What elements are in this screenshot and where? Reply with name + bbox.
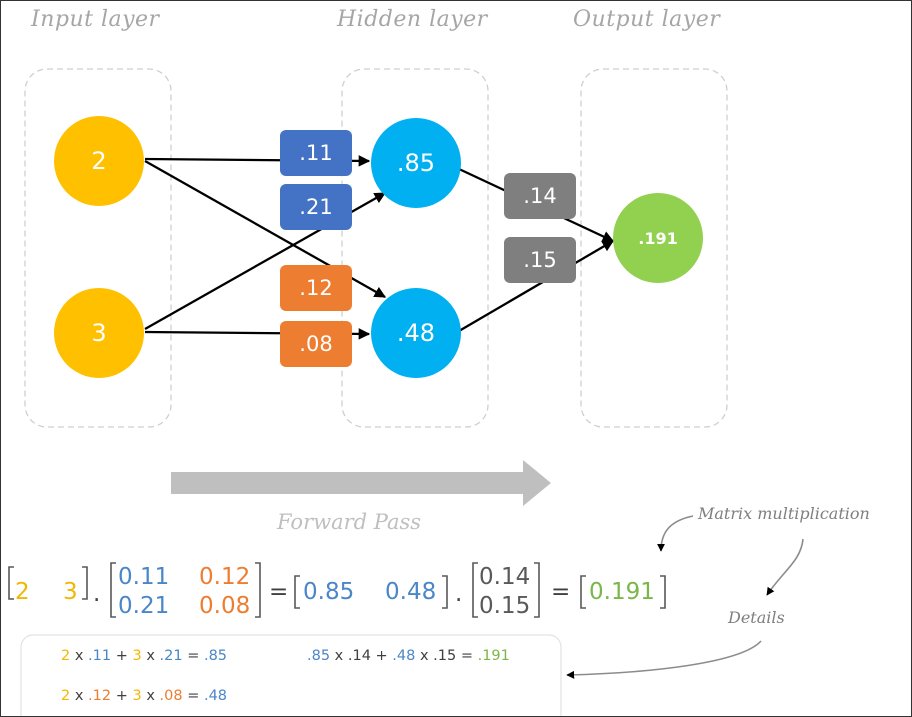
detail-1-result: .85 bbox=[203, 648, 228, 664]
detail-3-w22: .08 bbox=[159, 688, 183, 704]
output-node: .191 bbox=[613, 193, 703, 283]
input-node-1: 2 bbox=[54, 116, 144, 206]
output-layer-panel bbox=[580, 68, 728, 428]
arrow-details-to-box bbox=[566, 640, 762, 679]
detail-3-w12: .12 bbox=[88, 688, 112, 704]
forward-pass-label: Forward Pass bbox=[277, 510, 422, 534]
weight-box-w12: .12 bbox=[280, 265, 352, 311]
detail-1-x2: 3 bbox=[132, 648, 142, 664]
bracket-hidden-left bbox=[294, 575, 300, 609]
eq-w11: 0.11 bbox=[118, 564, 170, 590]
eq-hidden-a: 0.85 bbox=[303, 579, 355, 605]
eq-equals-2: = bbox=[551, 579, 571, 605]
detail-3-op2: + bbox=[111, 688, 133, 704]
detail-1-op3: x bbox=[141, 648, 160, 664]
detail-2-op1: x .14 + bbox=[330, 648, 393, 664]
input-layer-panel bbox=[24, 68, 172, 428]
eq-input-a: 2 bbox=[15, 579, 30, 605]
arrow-details-annotation bbox=[766, 538, 804, 596]
detail-1-op1: x bbox=[70, 648, 89, 664]
hidden-node-1: .85 bbox=[371, 118, 461, 208]
hidden-layer-title: Hidden layer bbox=[337, 7, 488, 32]
edge-hidden2-output bbox=[458, 240, 614, 332]
detail-line-1: 2 x .11 + 3 x .21 = .85 bbox=[61, 648, 227, 664]
detail-3-op3: x bbox=[141, 688, 160, 704]
eq-w21: 0.21 bbox=[118, 593, 170, 619]
eq-result: 0.191 bbox=[589, 579, 655, 605]
detail-3-op4: = bbox=[182, 688, 204, 704]
weight-box-w21: .21 bbox=[280, 184, 352, 230]
bracket-input-left bbox=[8, 566, 14, 600]
bracket-result-right bbox=[660, 575, 666, 609]
weight-box-w11: .11 bbox=[280, 130, 352, 176]
bracket-v-left bbox=[472, 562, 478, 618]
detail-1-x1: 2 bbox=[61, 648, 71, 664]
weight-box-v1: .14 bbox=[504, 173, 576, 219]
detail-line-3: 2 x .12 + 3 x .08 = .48 bbox=[61, 688, 227, 704]
detail-1-op4: = bbox=[182, 648, 204, 664]
bracket-w-right bbox=[255, 562, 261, 618]
detail-3-result: .48 bbox=[203, 688, 228, 704]
eq-w12: 0.12 bbox=[199, 564, 251, 590]
bracket-result-left bbox=[580, 575, 586, 609]
eq-dot-2: . bbox=[455, 581, 463, 607]
eq-equals-1: = bbox=[269, 579, 289, 605]
input-node-2: 3 bbox=[54, 288, 144, 378]
detail-2-h2: .48 bbox=[392, 648, 416, 664]
detail-3-x2: 3 bbox=[132, 688, 142, 704]
hidden-layer-panel bbox=[341, 68, 489, 428]
arrow-matrix-annotation bbox=[657, 515, 694, 552]
hidden-node-2: .48 bbox=[371, 288, 461, 378]
eq-hidden-b: 0.48 bbox=[385, 579, 437, 605]
detail-line-2: .85 x .14 + .48 x .15 = .191 bbox=[307, 648, 510, 664]
eq-v2: 0.15 bbox=[479, 593, 531, 619]
eq-w22: 0.08 bbox=[199, 593, 251, 619]
matrix-multiplication-note: Matrix multiplication bbox=[698, 504, 870, 523]
detail-2-op2: x .15 = bbox=[415, 648, 478, 664]
bracket-input-right bbox=[82, 566, 88, 600]
detail-3-x1: 2 bbox=[61, 688, 71, 704]
eq-v1: 0.14 bbox=[479, 564, 531, 590]
detail-1-w11: .11 bbox=[88, 648, 112, 664]
bracket-v-right bbox=[534, 562, 540, 618]
input-layer-title: Input layer bbox=[31, 7, 160, 32]
detail-2-h1: .85 bbox=[307, 648, 331, 664]
details-note: Details bbox=[728, 608, 785, 627]
bracket-hidden-right bbox=[442, 575, 448, 609]
eq-input-b: 3 bbox=[63, 579, 78, 605]
weight-box-v2: .15 bbox=[504, 237, 576, 283]
weight-box-w22: .08 bbox=[280, 321, 352, 367]
detail-1-op2: + bbox=[111, 648, 133, 664]
details-box bbox=[20, 634, 562, 716]
eq-dot-1: . bbox=[93, 581, 101, 607]
detail-3-op1: x bbox=[70, 688, 89, 704]
detail-2-result: .191 bbox=[477, 648, 510, 664]
forward-pass-arrow bbox=[171, 460, 551, 506]
bracket-w-left bbox=[110, 562, 116, 618]
output-layer-title: Output layer bbox=[573, 7, 721, 32]
detail-1-w21: .21 bbox=[159, 648, 183, 664]
